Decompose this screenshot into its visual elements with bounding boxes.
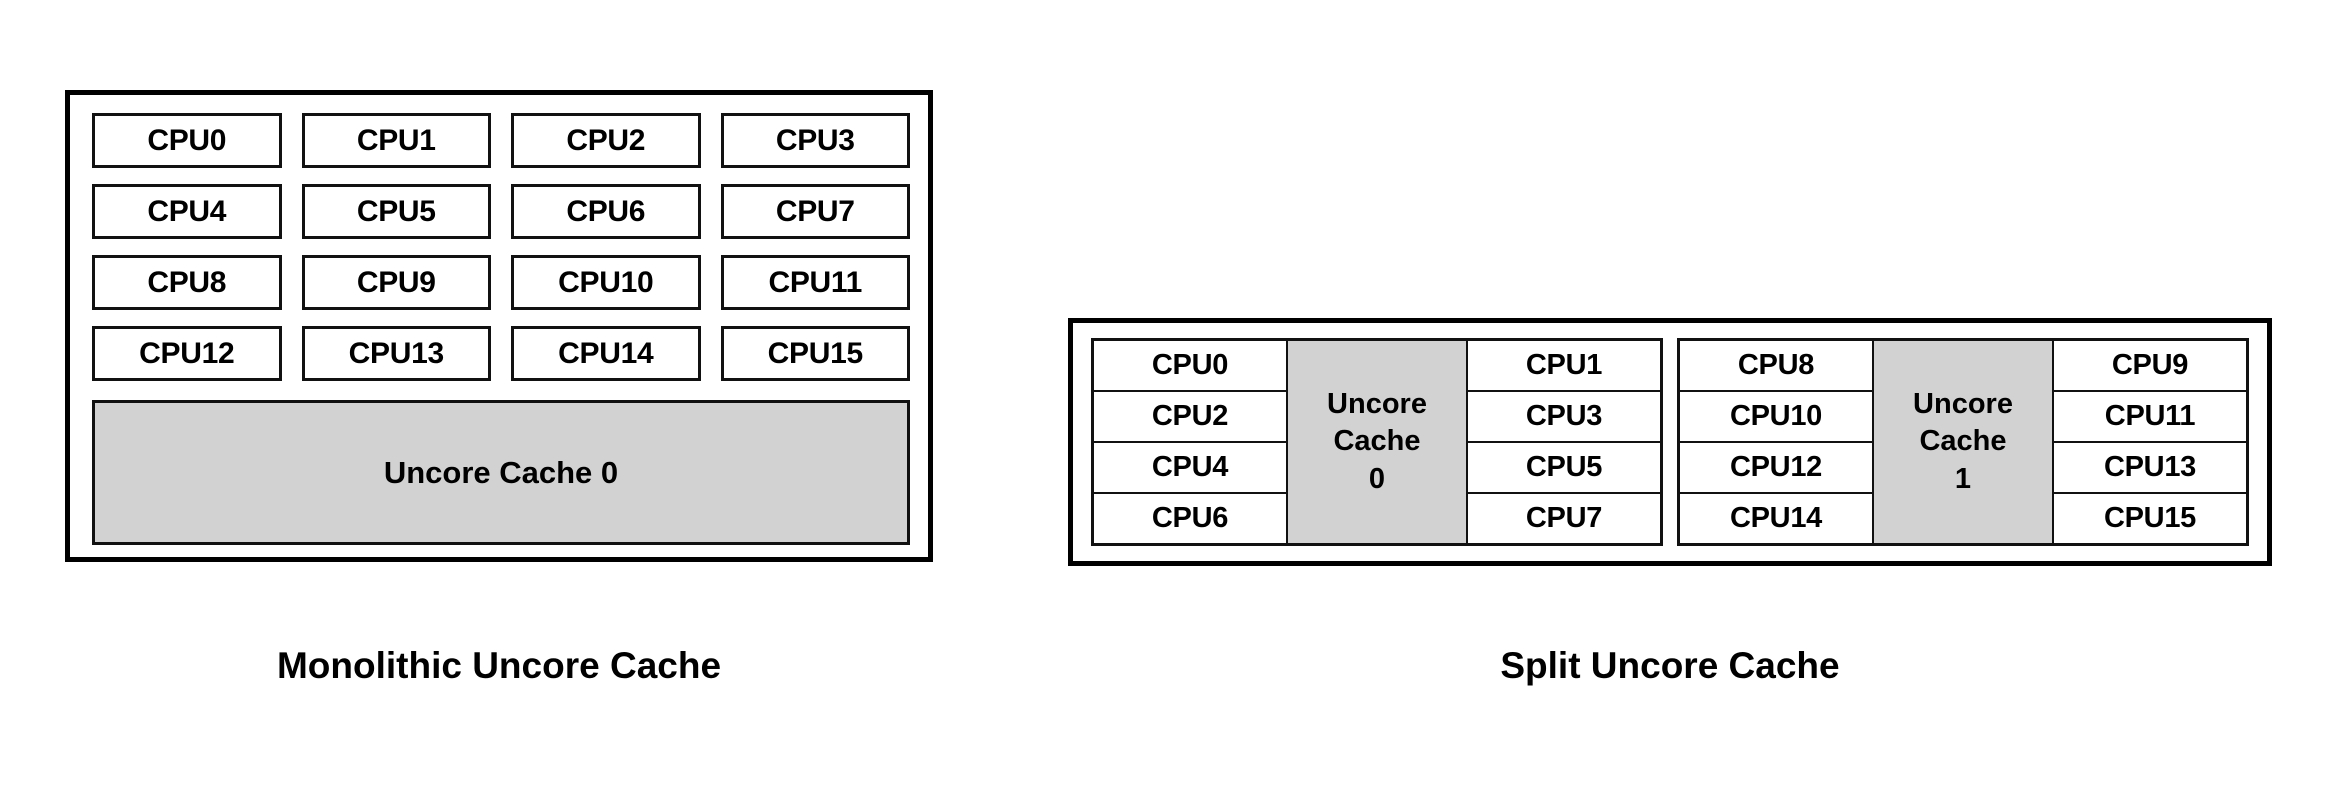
cpu-cell: CPU15 xyxy=(2054,494,2246,543)
cpu-cell: CPU11 xyxy=(2054,392,2246,443)
cluster-left-cpu-column: CPU0 CPU2 CPU4 CPU6 xyxy=(1094,341,1286,543)
cpu-cell: CPU10 xyxy=(1680,392,1872,443)
monolithic-cpu-grid: CPU0 CPU1 CPU2 CPU3 CPU4 CPU5 CPU6 CPU7 … xyxy=(92,113,910,381)
cpu-box: CPU0 xyxy=(92,113,282,168)
cpu-cell: CPU0 xyxy=(1094,341,1286,392)
cpu-box: CPU7 xyxy=(720,184,910,239)
cpu-box: CPU8 xyxy=(92,255,282,310)
uncore-cache-block: Uncore Cache 0 xyxy=(1286,341,1468,543)
cluster-left-cpu-column: CPU8 CPU10 CPU12 CPU14 xyxy=(1680,341,1872,543)
cpu-box: CPU1 xyxy=(301,113,491,168)
cluster-right-cpu-column: CPU9 CPU11 CPU13 CPU15 xyxy=(2054,341,2246,543)
cpu-cell: CPU3 xyxy=(1468,392,1660,443)
cpu-box: CPU3 xyxy=(720,113,910,168)
cpu-box: CPU14 xyxy=(511,326,701,381)
cpu-box: CPU15 xyxy=(720,326,910,381)
split-uncore-cache-diagram: CPU0 CPU2 CPU4 CPU6 Uncore Cache 0 CPU1 … xyxy=(1068,318,2272,566)
uncore-cache-label-line2: Cache xyxy=(1919,425,2007,458)
cpu-box: CPU11 xyxy=(720,255,910,310)
cpu-cell: CPU13 xyxy=(2054,443,2246,494)
split-figure-caption: Split Uncore Cache xyxy=(1500,645,1840,686)
cpu-box: CPU9 xyxy=(301,255,491,310)
cpu-box: CPU13 xyxy=(301,326,491,381)
cpu-cell: CPU4 xyxy=(1094,443,1286,494)
cpu-cell: CPU14 xyxy=(1680,494,1872,543)
cpu-cell: CPU1 xyxy=(1468,341,1660,392)
cpu-cell: CPU8 xyxy=(1680,341,1872,392)
cpu-cell: CPU7 xyxy=(1468,494,1660,543)
cpu-cell: CPU2 xyxy=(1094,392,1286,443)
cpu-cell: CPU5 xyxy=(1468,443,1660,494)
monolithic-figure-caption: Monolithic Uncore Cache xyxy=(276,645,722,686)
monolithic-uncore-cache-diagram: CPU0 CPU1 CPU2 CPU3 CPU4 CPU5 CPU6 CPU7 … xyxy=(65,90,933,562)
cpu-cell: CPU6 xyxy=(1094,494,1286,543)
uncore-cache-label-line3: 1 xyxy=(1954,462,1972,495)
cpu-cell: CPU9 xyxy=(2054,341,2246,392)
uncore-cache-block: Uncore Cache 1 xyxy=(1872,341,2054,543)
uncore-cache-label-line3: 0 xyxy=(1368,462,1386,495)
cpu-box: CPU12 xyxy=(92,326,282,381)
uncore-cache-label-line2: Cache xyxy=(1333,425,1421,458)
uncore-cache-label-line1: Uncore xyxy=(1327,388,1427,421)
cpu-cell: CPU12 xyxy=(1680,443,1872,494)
cpu-box: CPU5 xyxy=(301,184,491,239)
cpu-cluster: CPU0 CPU2 CPU4 CPU6 Uncore Cache 0 CPU1 … xyxy=(1091,338,1663,546)
cpu-box: CPU10 xyxy=(511,255,701,310)
cluster-right-cpu-column: CPU1 CPU3 CPU5 CPU7 xyxy=(1468,341,1660,543)
cpu-box: CPU2 xyxy=(511,113,701,168)
cpu-cluster: CPU8 CPU10 CPU12 CPU14 Uncore Cache 1 CP… xyxy=(1677,338,2249,546)
uncore-cache-block: Uncore Cache 0 xyxy=(92,400,910,545)
uncore-cache-label-line1: Uncore xyxy=(1913,388,2013,421)
cpu-box: CPU4 xyxy=(92,184,282,239)
cpu-box: CPU6 xyxy=(511,184,701,239)
